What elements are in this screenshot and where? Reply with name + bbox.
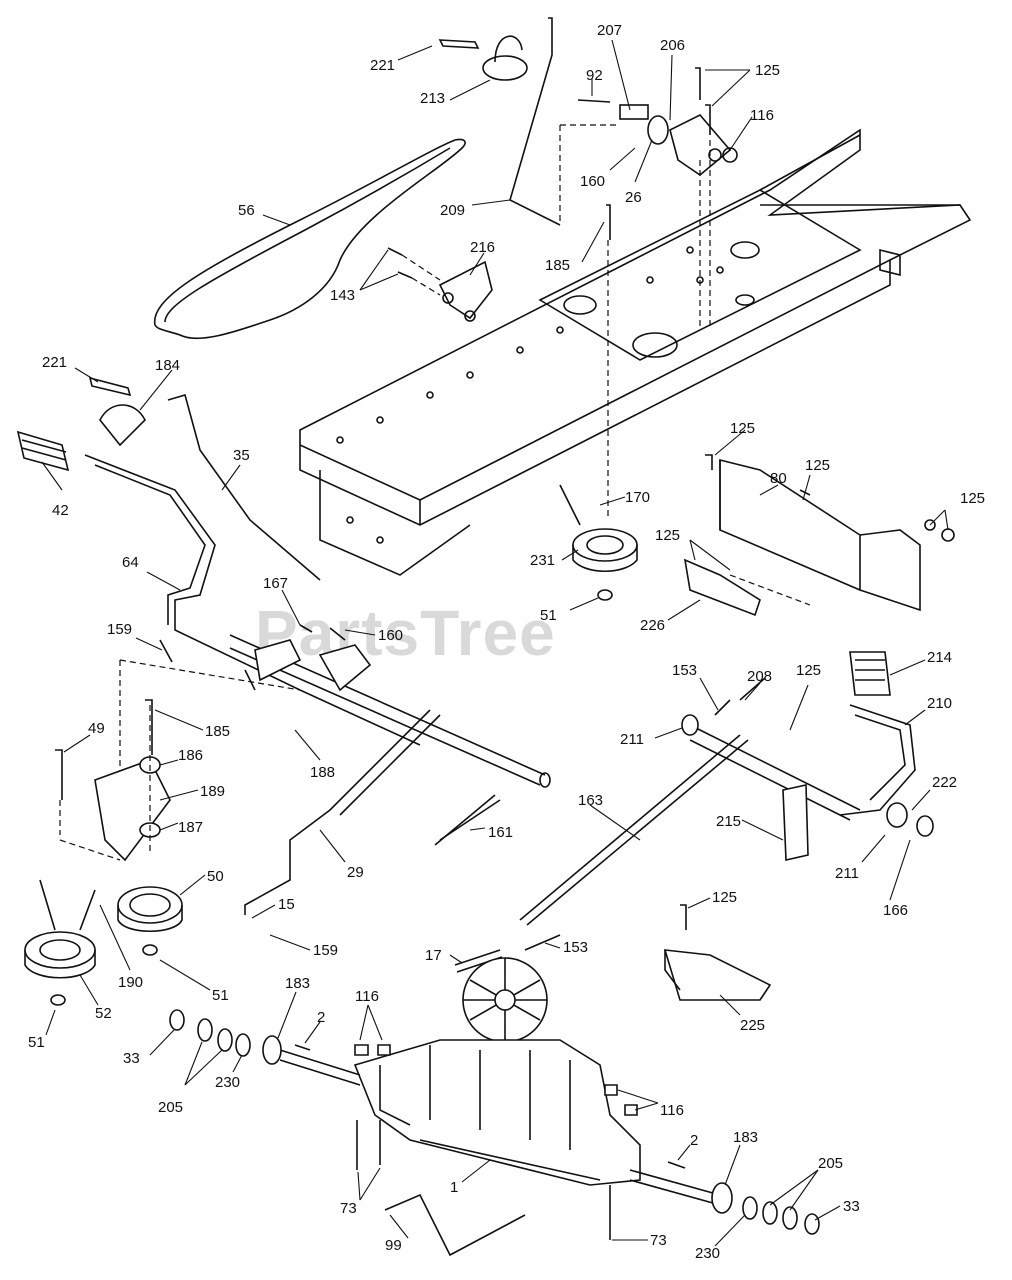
callout-160: 160 (378, 627, 403, 644)
bracket-216 (387, 247, 493, 322)
callout-214: 214 (927, 649, 952, 666)
callout-26: 26 (625, 189, 642, 206)
callout-52: 52 (95, 1005, 112, 1022)
callout-226: 226 (640, 617, 665, 634)
callout-153: 153 (563, 939, 588, 956)
callout-125: 125 (796, 662, 821, 679)
callout-125: 125 (730, 420, 755, 437)
callout-159: 159 (107, 621, 132, 638)
idler-bracket (55, 699, 171, 862)
drive-belt (153, 138, 466, 340)
callout-183: 183 (285, 975, 310, 992)
callout-116: 116 (660, 1102, 684, 1119)
callout-64: 64 (122, 554, 139, 571)
callout-206: 206 (660, 37, 685, 54)
callout-167: 167 (263, 575, 288, 592)
callout-116: 116 (750, 107, 774, 124)
callout-211: 211 (620, 731, 644, 748)
callout-208: 208 (747, 668, 772, 685)
callout-51: 51 (28, 1034, 45, 1051)
callout-42: 42 (52, 502, 69, 519)
callout-33: 33 (123, 1050, 140, 1067)
callout-33: 33 (843, 1198, 860, 1215)
callout-221: 221 (42, 354, 67, 371)
callout-211: 211 (835, 865, 859, 882)
brake-pedal-assembly (519, 651, 934, 1001)
frame-chassis (299, 128, 972, 576)
transaxle-assembly (169, 957, 820, 1257)
callout-187: 187 (178, 819, 203, 836)
callout-125: 125 (805, 457, 830, 474)
callout-184: 184 (155, 357, 180, 374)
callout-143: 143 (330, 287, 355, 304)
callout-51: 51 (540, 607, 557, 624)
lift-lever-assembly (438, 17, 738, 520)
callout-50: 50 (207, 868, 224, 885)
callout-80: 80 (770, 470, 787, 487)
callout-73: 73 (650, 1232, 667, 1249)
callout-125: 125 (755, 62, 780, 79)
callout-51: 51 (212, 987, 229, 1004)
callout-2: 2 (690, 1132, 698, 1149)
callout-161: 161 (488, 824, 513, 841)
callout-185: 185 (545, 257, 570, 274)
callout-17: 17 (425, 947, 442, 964)
callout-166: 166 (883, 902, 908, 919)
callout-230: 230 (215, 1074, 240, 1091)
callout-153: 153 (672, 662, 697, 679)
callout-49: 49 (88, 720, 105, 737)
callout-183: 183 (733, 1129, 758, 1146)
callout-160: 160 (580, 173, 605, 190)
callout-73: 73 (340, 1200, 357, 1217)
callout-99: 99 (385, 1237, 402, 1254)
callout-170: 170 (625, 489, 650, 506)
callout-215: 215 (716, 813, 741, 830)
callout-125: 125 (712, 889, 737, 906)
callout-163: 163 (578, 792, 603, 809)
callout-189: 189 (200, 783, 225, 800)
callout-213: 213 (420, 90, 445, 107)
clutch-brake-shaft (16, 376, 551, 915)
callout-216: 216 (470, 239, 495, 256)
callout-2: 2 (317, 1009, 325, 1026)
callout-222: 222 (932, 774, 957, 791)
leader-lines (41, 39, 949, 1247)
callout-231: 231 (530, 552, 555, 569)
idler-pulleys (24, 879, 183, 1006)
callout-29: 29 (347, 864, 364, 881)
callout-205: 205 (158, 1099, 183, 1116)
callout-35: 35 (233, 447, 250, 464)
callout-116: 116 (355, 988, 379, 1005)
callout-56: 56 (238, 202, 255, 219)
callout-125: 125 (960, 490, 985, 507)
cross-brackets (559, 454, 955, 617)
callout-190: 190 (118, 974, 143, 991)
callout-188: 188 (310, 764, 335, 781)
callout-225: 225 (740, 1017, 765, 1034)
watermark: PartsTree (255, 597, 556, 669)
callout-205: 205 (818, 1155, 843, 1172)
callout-221: 221 (370, 57, 395, 74)
callout-159: 159 (313, 942, 338, 959)
callout-labels: 221 213 207 206 125 92 116 160 26 209 56… (28, 22, 985, 1262)
callout-185: 185 (205, 723, 230, 740)
callout-15: 15 (278, 896, 295, 913)
callout-92: 92 (586, 67, 603, 84)
callout-186: 186 (178, 747, 203, 764)
callout-209: 209 (440, 202, 465, 219)
callout-210: 210 (927, 695, 952, 712)
callout-125: 125 (655, 527, 680, 544)
callout-1: 1 (450, 1179, 458, 1196)
callout-207: 207 (597, 22, 622, 39)
callout-230: 230 (695, 1245, 720, 1262)
